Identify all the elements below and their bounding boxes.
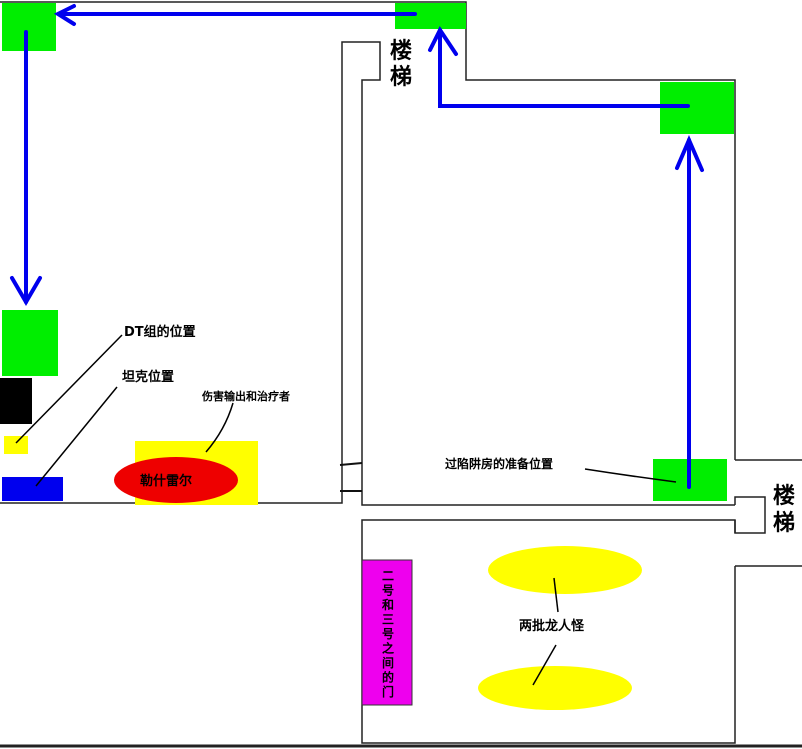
boss-marker bbox=[114, 457, 238, 503]
stairs-right-char-1: 楼 bbox=[773, 483, 795, 509]
stairs-right-char-2: 梯 bbox=[773, 510, 795, 536]
leader-tank bbox=[35, 386, 118, 487]
mob-group-2 bbox=[478, 666, 632, 710]
leader-trap-ready bbox=[584, 468, 677, 483]
stairs-top-char-1: 楼 bbox=[390, 38, 412, 64]
door-label-char: 的 bbox=[382, 670, 394, 685]
arrow-head-up-stairs bbox=[428, 26, 458, 56]
arrow-head-up-right bbox=[675, 134, 704, 172]
left-room-bottom-wall bbox=[0, 41, 735, 506]
mob-group-1 bbox=[488, 546, 642, 594]
left-room-wall bbox=[0, 1, 736, 460]
black-block-marker bbox=[0, 378, 32, 424]
door-label-char: 三 bbox=[382, 613, 394, 627]
path-arrows bbox=[10, 4, 704, 489]
dt-group-position-marker bbox=[2, 310, 58, 376]
arrow-head-left bbox=[53, 4, 76, 26]
corridor-line-1 bbox=[339, 462, 363, 466]
door-label-char: 之 bbox=[382, 641, 394, 656]
arrow-head-down bbox=[10, 276, 42, 306]
dt-group-position-label: DT组的位置 bbox=[124, 324, 196, 340]
door-label-char: 号 bbox=[382, 626, 394, 641]
top-left-position-marker bbox=[2, 3, 56, 51]
tank-position-label: 坦克位置 bbox=[122, 369, 174, 385]
dps-healers-label: 伤害输出和治疗者 bbox=[201, 389, 290, 403]
door-label-char: 号 bbox=[382, 583, 394, 598]
door-label-char: 二 bbox=[382, 569, 394, 583]
door-label-char: 门 bbox=[382, 684, 394, 699]
leader-dps bbox=[205, 402, 234, 453]
stairs-top-char-2: 梯 bbox=[390, 64, 412, 90]
tank-position-marker bbox=[2, 477, 63, 501]
door-between-rooms bbox=[361, 559, 413, 706]
leader-mob-1 bbox=[553, 577, 559, 613]
dt-small-marker bbox=[4, 436, 28, 454]
leader-mob-2 bbox=[532, 644, 557, 686]
trap-room-ready-label: 过陷阱房的准备位置 bbox=[445, 456, 553, 471]
path-arrow-upper-to-stairs bbox=[438, 28, 690, 108]
door-label-char: 间 bbox=[382, 655, 394, 670]
right-stairs-notch bbox=[734, 496, 766, 534]
dragonkin-packs-label: 两批龙人怪 bbox=[519, 618, 585, 634]
door-label-char: 和 bbox=[381, 597, 394, 612]
boss-name-label: 勒什雷尔 bbox=[140, 473, 192, 489]
leader-dt bbox=[15, 334, 123, 444]
